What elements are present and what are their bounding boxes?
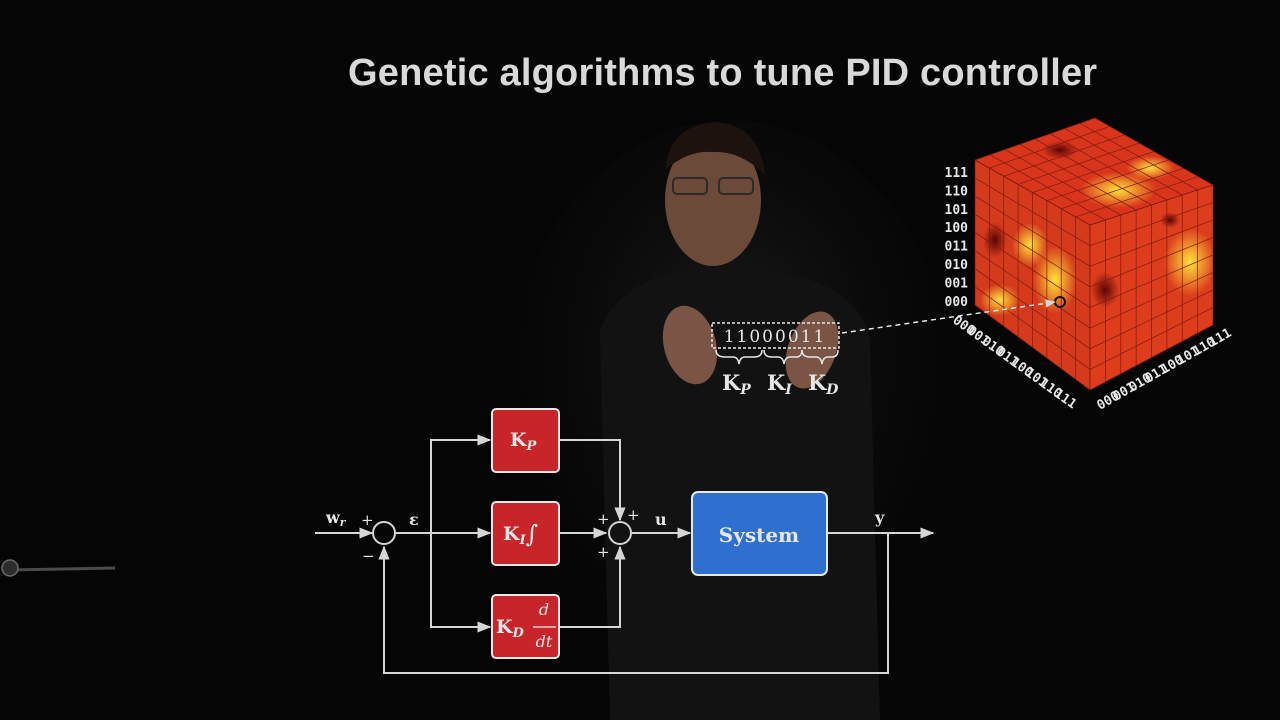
cube-label-vertical: 100 [945,221,969,236]
chromosome-bits: 11000011 [724,327,827,347]
slide-title: Genetic algorithms to tune PID controlle… [348,52,1098,94]
control-sum-plus-left: + [597,510,610,528]
cube-label-vertical: 000 [945,295,969,310]
cube-label-vertical: 101 [945,203,969,218]
control-label: u [655,510,667,529]
chromosome: 11000011 KP KI KD [711,299,1057,398]
cube-axis-labels-vertical: 111 110 101 100 011 010 001 000 [945,166,969,310]
error-to-kd-line [430,533,492,633]
cube-label-vertical: 001 [945,276,969,291]
chromosome-box [711,322,840,349]
svg-text:d: d [539,600,549,619]
output-label: y [874,508,885,527]
control-sum-plus-top: + [627,506,640,524]
cube-label-vertical: 011 [945,240,969,255]
pid-block-diagram [315,434,935,674]
cube-label-vertical: 111 [945,166,969,181]
svg-text:System: System [719,523,799,547]
error-label: ε [409,510,419,529]
reference-label: wr [325,508,347,529]
svg-text:KI∫: KI∫ [503,520,538,548]
cube-label-vertical: 010 [945,258,969,273]
control-summing-junction [608,521,632,545]
gene-label-kp: KP [722,370,751,398]
svg-text:KP: KP [510,429,538,454]
kd-to-sum-line [559,545,626,628]
ki-block: KI∫ [491,501,560,566]
microphone-stand [1,559,116,577]
kp-block: KP [491,408,560,473]
cube-label-vertical: 110 [945,184,969,199]
svg-text:dt: dt [536,632,553,651]
error-to-kp-line [430,434,492,533]
brace-ki [763,349,803,365]
error-summing-junction [372,521,396,545]
error-sum-plus: + [361,511,374,529]
kp-to-sum-line [559,439,626,522]
svg-text:KD: KD [496,616,525,641]
brace-kp [715,349,763,365]
cube-grid-lines [974,117,1214,391]
gene-label-kd: KD [808,370,839,398]
control-sum-plus-bottom: + [597,543,610,561]
system-block: System [691,491,828,576]
gene-label-ki: KI [767,370,792,398]
presenter-figure [500,120,960,720]
feedback-line [378,533,889,674]
brace-kd [801,349,839,365]
kd-block: KD d dt [491,594,560,659]
search-space-cube [974,117,1214,391]
error-sum-minus: − [362,547,375,565]
